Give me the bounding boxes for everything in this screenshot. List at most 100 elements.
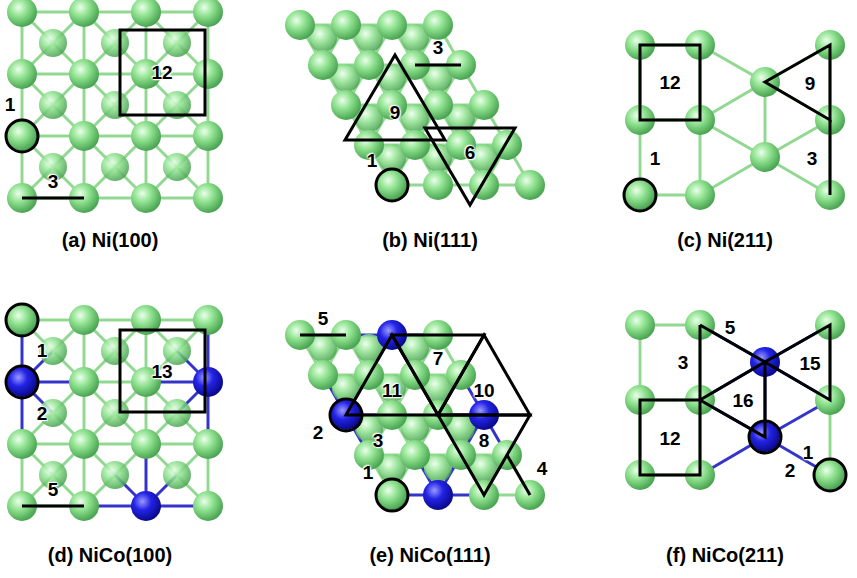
bridge-line [699, 325, 702, 400]
ni-atom [750, 142, 780, 172]
ni-atom [7, 121, 37, 151]
site-number: 7 [433, 349, 444, 368]
ni-atom [308, 360, 338, 390]
ni-atom [492, 130, 522, 160]
ni-atom [423, 90, 453, 120]
co-atom [423, 480, 453, 510]
callout-number: 3 [807, 149, 818, 168]
co-atom [7, 367, 37, 397]
site-outline [346, 335, 438, 415]
hollow-site-square: 12 [640, 400, 700, 475]
ni-atom [39, 91, 67, 119]
ni-atom [101, 153, 129, 181]
callout-number: 1 [650, 149, 661, 168]
site-outline-path [346, 335, 438, 415]
ni-atom [131, 183, 161, 213]
hollow-site-triangle: 11 [346, 335, 438, 415]
ni-atom [354, 50, 384, 80]
site-outline-path [438, 415, 530, 495]
ni-atom [193, 59, 223, 89]
ni-atom [285, 10, 315, 40]
bond-line [829, 120, 832, 195]
hollow-site-triangle: 9 [765, 45, 830, 120]
bridge-line [507, 455, 530, 495]
ni-atom [377, 480, 407, 510]
site-outline [438, 335, 530, 415]
panel-caption: (b) Ni(111) [382, 230, 478, 250]
hollow-site-triangle: 7 [392, 335, 484, 415]
callout-number: 1 [803, 443, 814, 462]
bond-line [699, 325, 702, 400]
hollow-site-triangle: 16 [700, 362, 765, 437]
site-circle [376, 479, 408, 511]
ni-atom [193, 183, 223, 213]
site-outline [392, 335, 484, 415]
ni-atom [163, 153, 191, 181]
co-atom [193, 367, 223, 397]
site-circle [6, 120, 38, 152]
ni-atom [163, 461, 191, 489]
site-circle [624, 179, 656, 211]
ni-atom [193, 121, 223, 151]
ni-atom [331, 10, 361, 40]
marker-layer [6, 65, 846, 511]
site-outline-path [120, 30, 205, 115]
site-outline-path [640, 45, 700, 120]
ni-atom [7, 59, 37, 89]
ni-atom [101, 337, 129, 365]
ni-atom [469, 90, 499, 120]
ni-atom [101, 461, 129, 489]
ni-atom [131, 121, 161, 151]
bond-line [22, 505, 84, 508]
site-number: 16 [732, 391, 753, 410]
callout-number: 3 [433, 38, 444, 57]
site-outline [765, 45, 830, 120]
ni-atom [131, 429, 161, 459]
ni-atom [423, 10, 453, 40]
callout-number: 3 [373, 431, 384, 450]
ni-atom [685, 180, 715, 210]
site-number: 8 [479, 431, 490, 450]
ni-atom [515, 170, 545, 200]
bridge-line [300, 334, 346, 337]
site-number: 9 [805, 74, 816, 93]
ni-atom [163, 29, 191, 57]
site-number: 15 [799, 354, 820, 373]
bond-line [300, 334, 346, 337]
ni-atom [193, 429, 223, 459]
ni-atom [377, 10, 407, 40]
callout-number: 1 [363, 463, 374, 482]
ni-atom [39, 29, 67, 57]
ni-atom [7, 429, 37, 459]
site-number: 12 [659, 73, 680, 92]
site-outline-path [438, 335, 530, 415]
callout-number: 5 [318, 309, 329, 328]
ni-atom [69, 429, 99, 459]
bridge-line [415, 64, 461, 67]
callout-number: 4 [537, 459, 548, 478]
hollow-site-triangle: 10 [438, 335, 530, 415]
hollow-site-triangle: 15 [765, 325, 830, 400]
ni-atom [69, 59, 99, 89]
ni-atom [625, 310, 655, 340]
ni-atom [815, 460, 845, 490]
ni-atom [101, 29, 129, 57]
panel-caption: (a) Ni(100) [62, 230, 159, 250]
site-circle [6, 366, 38, 398]
ni-atom [400, 440, 430, 470]
site-number: 10 [473, 381, 494, 400]
site-outline-path [640, 400, 700, 475]
bridge-line [829, 120, 832, 195]
co-atom [131, 491, 161, 521]
ni-atom [7, 305, 37, 335]
ni-atom [69, 367, 99, 397]
site-outline-path [765, 325, 830, 400]
site-outline-path [425, 128, 515, 205]
ni-atom [625, 180, 655, 210]
site-number: 12 [659, 429, 680, 448]
site-number: 12 [151, 63, 172, 82]
site-circle [376, 169, 408, 201]
atom-layer [7, 0, 845, 521]
